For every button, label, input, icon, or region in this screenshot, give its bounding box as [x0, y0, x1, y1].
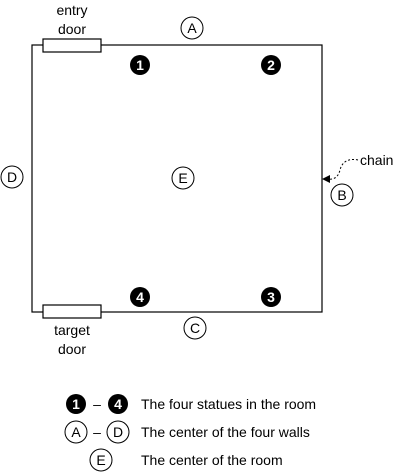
wall-marker-b: B [330, 183, 354, 207]
room-outline [31, 44, 323, 313]
wall-marker-b-label: B [337, 187, 346, 203]
entry-door-label-line1: entry [56, 2, 87, 18]
room-center-marker-label: E [178, 170, 187, 186]
entry-door-label-line2: door [58, 21, 86, 37]
wall-marker-d: D [0, 165, 24, 189]
room-center-marker: E [171, 166, 195, 190]
statue-1-label: 1 [136, 57, 144, 73]
statue-1: 1 [130, 55, 150, 75]
wall-marker-a-label: A [187, 20, 197, 36]
legend-wall-from: A [64, 420, 88, 444]
wall-marker-a: A [180, 16, 204, 40]
legend-wall-to-label: D [113, 424, 123, 440]
statue-3: 3 [261, 287, 281, 307]
wall-marker-d-label: D [7, 169, 17, 185]
legend-statue-from: 1 [66, 394, 86, 414]
target-door [42, 304, 102, 319]
legend-statue-text: The four statues in the room [141, 396, 316, 412]
statue-2: 2 [261, 55, 281, 75]
legend-statue-from-label: 1 [72, 396, 80, 412]
chain-label: chain [360, 152, 393, 168]
legend-center-text: The center of the room [141, 452, 283, 468]
legend: 1 – 4 The four statues in the room A – D… [64, 394, 316, 472]
statue-2-label: 2 [267, 57, 275, 73]
statue-4-label: 4 [136, 289, 144, 305]
legend-center-symbol-label: E [96, 452, 105, 468]
legend-wall-from-label: A [71, 424, 81, 440]
target-door-label-line1: target [54, 322, 90, 338]
statue-3-label: 3 [267, 289, 275, 305]
legend-wall-to: D [106, 420, 130, 444]
wall-marker-c-label: C [190, 320, 200, 336]
entry-door [42, 38, 102, 53]
chain-line [326, 159, 359, 180]
target-door-label-line2: door [58, 341, 86, 357]
legend-center-symbol: E [89, 448, 113, 472]
legend-statue-dash: – [93, 396, 101, 412]
legend-statue-to-label: 4 [114, 396, 122, 412]
chain-arrowhead-icon [322, 175, 330, 183]
statue-4: 4 [130, 287, 150, 307]
legend-wall-text: The center of the four walls [141, 424, 310, 440]
legend-wall-dash: – [93, 424, 101, 440]
wall-marker-c: C [183, 316, 207, 340]
legend-statue-to: 4 [108, 394, 128, 414]
